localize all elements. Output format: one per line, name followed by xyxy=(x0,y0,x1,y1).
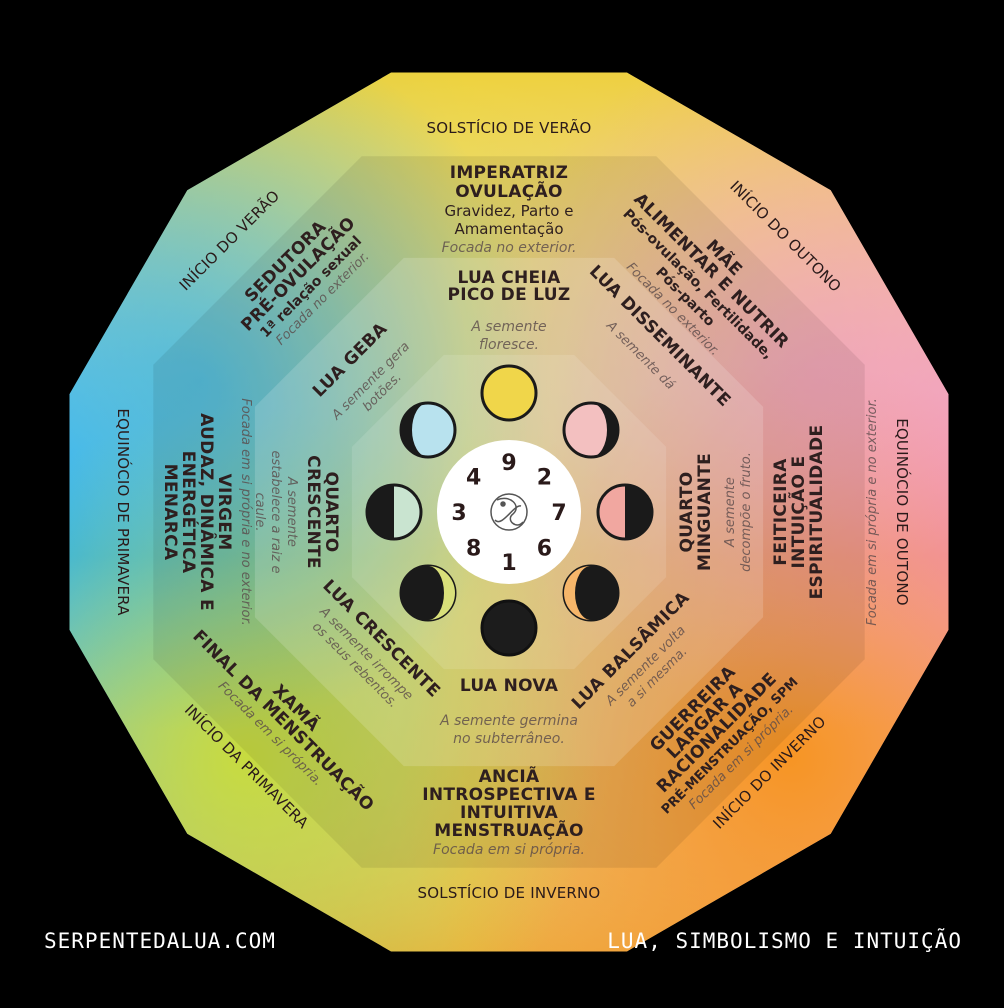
center-number-4: 4 xyxy=(466,466,481,491)
ancia-sub2: INTUITIVA xyxy=(460,803,559,823)
quarto-crescente-name1: QUARTO xyxy=(321,471,341,552)
quarto-crescente-seed1: A semente xyxy=(284,476,299,547)
lua-nova-seed2: no subterrâneo. xyxy=(453,731,565,747)
feiticeira-title: FEITICEIRA xyxy=(771,458,791,566)
gibbous-moon-icon xyxy=(399,401,457,459)
phase-quarto-crescente: QUARTO CRESCENTE A semente estabelece a … xyxy=(252,451,341,574)
archetype-imperatriz: IMPERATRIZ OVULAÇÃO Gravidez, Parto e Am… xyxy=(442,163,577,256)
center-number-6: 6 xyxy=(537,536,552,561)
center-number-8: 8 xyxy=(466,536,481,561)
balsamic-moon-icon xyxy=(562,564,620,622)
lua-cheia-seed2: floresce. xyxy=(479,337,539,353)
imperatriz-desc2: Amamentação xyxy=(454,220,563,238)
last-quarter-moon-icon xyxy=(596,483,654,541)
crescent-moon-icon xyxy=(399,564,457,622)
phase-quarto-minguante: QUARTO MINGUANTE A semente decompõe o fr… xyxy=(677,452,754,572)
equinocio-primavera-label: EQUINÓCIO DE PRIMAVERA xyxy=(114,408,133,616)
feiticeira-sub: INTUIÇÃO E xyxy=(786,456,809,569)
imperatriz-focus: Focada no exterior. xyxy=(442,240,577,256)
minguante-seed2: decompõe o fruto. xyxy=(739,452,754,572)
first-quarter-moon-icon xyxy=(365,483,423,541)
serpent-icon xyxy=(490,493,528,531)
equinocio-outono-label: EQUINÓCIO DE OUTONO xyxy=(893,418,912,606)
quarto-crescente-name2: CRESCENTE xyxy=(303,455,323,569)
phase-lua-nova: LUA NOVA A semente germina no subterrâne… xyxy=(439,676,578,747)
virgem-desc1: MENARCA xyxy=(160,464,180,561)
virgem-title: VIRGEM xyxy=(214,474,234,551)
lua-nova-seed1: A semente germina xyxy=(439,713,578,729)
center-number-2: 2 xyxy=(537,466,552,491)
center-number-1: 1 xyxy=(501,551,516,576)
virgem-focus: Focada em si própria e no exterior. xyxy=(238,398,253,626)
archetype-feiticeira: FEITICEIRA INTUIÇÃO E ESPIRITUALIDADE Fo… xyxy=(771,398,880,626)
lua-cheia-seed1: A semente xyxy=(470,319,546,335)
lua-nova-name1: LUA NOVA xyxy=(460,676,559,696)
quarto-crescente-seed3: caule. xyxy=(252,492,267,531)
virgem-sub2: ENERGÉTICA xyxy=(178,451,200,574)
virgem-sub: AUDAZ, DINÂMICA E xyxy=(196,413,218,611)
footer-right-text: LUA, SIMBOLISMO E INTUIÇÃO xyxy=(607,927,962,953)
archetype-virgem: VIRGEM AUDAZ, DINÂMICA E ENERGÉTICA MENA… xyxy=(160,398,253,626)
phase-lua-cheia: LUA CHEIA PICO DE LUZ A semente floresce… xyxy=(448,268,571,353)
imperatriz-title: IMPERATRIZ xyxy=(450,163,569,183)
ancia-sub: INTROSPECTIVA E xyxy=(422,785,596,805)
new-moon-icon xyxy=(480,599,538,657)
solsticio-verao-label: SOLSTÍCIO DE VERÃO xyxy=(426,118,591,137)
lua-cheia-name1: LUA CHEIA xyxy=(457,268,561,288)
lua-cheia-name2: PICO DE LUZ xyxy=(448,285,571,305)
archetype-ancia: ANCIÃ INTROSPECTIVA E INTUITIVA MENSTRUA… xyxy=(422,764,596,858)
disseminating-moon-icon xyxy=(562,401,620,459)
full-moon-icon xyxy=(480,364,538,422)
quarto-crescente-seed2: estabelece a raiz e xyxy=(268,451,283,574)
center-number-9: 9 xyxy=(501,451,516,476)
minguante-seed1: A semente xyxy=(723,477,738,548)
solsticio-inverno-label: SOLSTÍCIO DE INVERNO xyxy=(418,883,601,902)
minguante-name2: MINGUANTE xyxy=(695,453,715,571)
imperatriz-desc1: Gravidez, Parto e xyxy=(445,202,574,220)
minguante-name1: QUARTO xyxy=(677,471,697,552)
center-number-3: 3 xyxy=(451,501,466,526)
imperatriz-sub: OVULAÇÃO xyxy=(455,179,562,202)
center-number-7: 7 xyxy=(551,501,566,526)
ancia-desc1: MENSTRUAÇÃO xyxy=(434,818,584,841)
feiticeira-focus: Focada em si própria e no exterior. xyxy=(865,398,880,626)
ancia-title: ANCIÃ xyxy=(479,764,540,787)
ancia-focus: Focada em si própria. xyxy=(433,842,585,858)
moon-icons xyxy=(365,364,654,657)
feiticeira-sub2: ESPIRITUALIDADE xyxy=(807,425,827,600)
footer-left-text: SERPENTEDALUA.COM xyxy=(44,929,276,953)
